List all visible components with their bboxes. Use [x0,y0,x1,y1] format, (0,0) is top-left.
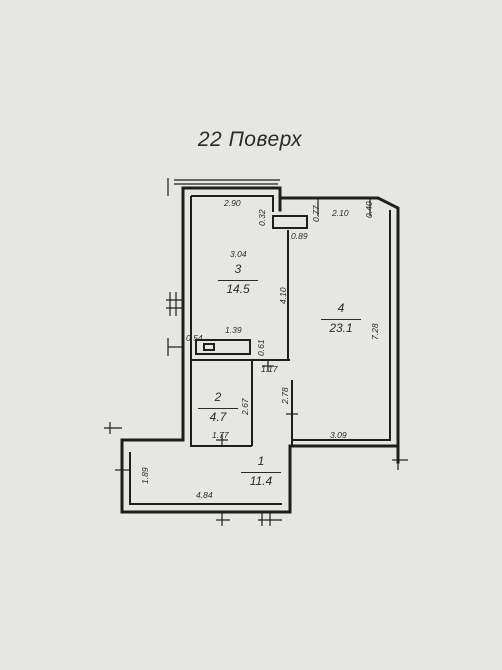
room-1-area: 11.4 [241,472,281,488]
outer-wall-left-upper [120,186,185,514]
dim-1-89: 1.89 [140,467,150,484]
dim-4-84: 4.84 [196,490,213,500]
room-4-area: 23.1 [321,319,361,335]
dim-1-17: 1.17 [261,364,278,374]
outer-wall-top-left [181,186,282,212]
room-4-number: 4 [337,301,345,315]
outer-wall-top-right [278,196,400,464]
dim-3-09: 3.09 [330,430,347,440]
dim-2-10: 2.10 [332,208,349,218]
niche-032 [272,215,308,229]
dim-0-32: 0.32 [257,209,267,226]
floor-title: 22 Поверх [197,128,303,151]
dim-1-77: 1.77 [212,430,229,440]
outer-wall-bottom [120,444,400,514]
dim-0-40: 0.40 [364,201,374,218]
dim-7-28: 7.28 [370,323,380,340]
dim-2-78: 2.78 [280,387,290,404]
room-1-number: 1 [257,454,265,468]
dim-0-54: 0.54 [186,333,203,343]
shaft-box [195,339,251,355]
room-2-area: 4.7 [198,408,238,424]
dim-2-90: 2.90 [224,198,241,208]
room-3-area: 14.5 [218,280,258,296]
dim-3-04: 3.04 [230,249,247,259]
dim-2-67: 2.67 [240,398,250,415]
dim-1-39: 1.39 [225,325,242,335]
room-2-number: 2 [214,390,222,404]
dim-0-61: 0.61 [256,339,266,356]
dim-0-89: 0.89 [291,231,308,241]
dim-0-77: 0.77 [311,205,321,222]
room-3-number: 3 [234,262,242,276]
dim-4-10: 4.10 [278,287,288,304]
